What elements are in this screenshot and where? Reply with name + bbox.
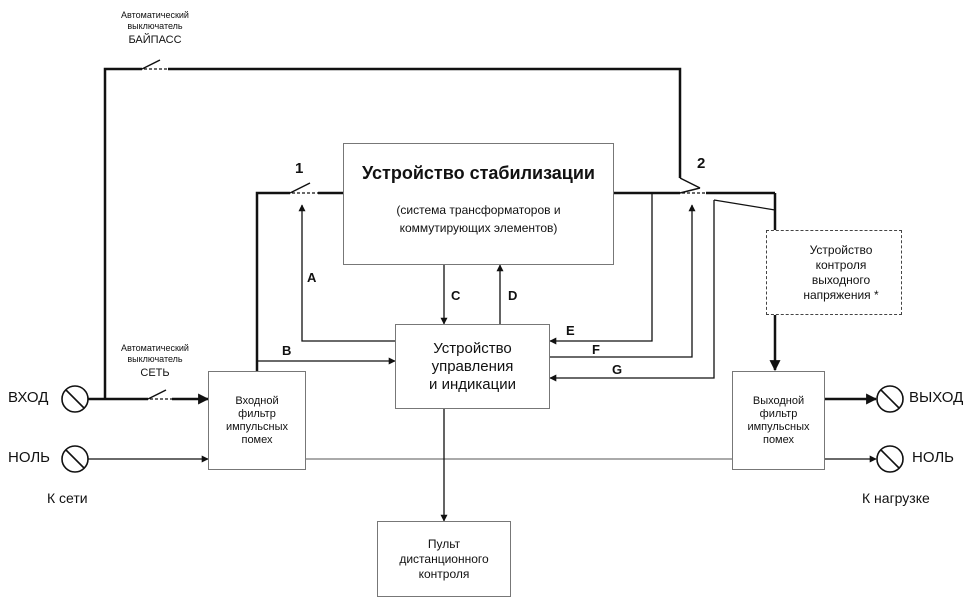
switch-2-symbol bbox=[614, 177, 775, 195]
monitor-line-4: напряжения * bbox=[803, 287, 879, 302]
signal-a-label: A bbox=[307, 270, 317, 285]
switch-2-number: 2 bbox=[697, 155, 706, 172]
control-box: Устройство управления и индикации bbox=[395, 324, 550, 409]
input-label: ВХОД bbox=[8, 389, 49, 406]
input-filter-line-1: Входной bbox=[235, 394, 279, 407]
input-filter-line-4: помех bbox=[241, 433, 273, 446]
signal-f-label: F bbox=[592, 342, 600, 357]
remote-line-2: дистанционного bbox=[399, 551, 489, 566]
output-filter-box: Выходной фильтр импульсных помех bbox=[732, 371, 825, 470]
voltage-monitor-box: Устройство контроля выходного напряжения… bbox=[766, 230, 902, 315]
bypass-breaker-label: Автоматический выключатель БАЙПАСС bbox=[110, 10, 200, 48]
bypass-breaker-line-3: БАЙПАСС bbox=[128, 34, 182, 46]
output-filter-line-4: помех bbox=[762, 433, 794, 446]
monitor-line-3: выходного bbox=[811, 272, 871, 287]
input-filter-line-2: фильтр bbox=[238, 407, 276, 420]
terminal-input-icon bbox=[61, 385, 89, 413]
output-neutral-label: НОЛЬ bbox=[912, 449, 955, 466]
monitor-tap-line bbox=[713, 199, 776, 211]
stabilizer-subtitle-2: коммутирующих элементов) bbox=[399, 221, 558, 235]
bypass-breaker-symbol bbox=[141, 59, 168, 70]
to-load-label: К нагрузке bbox=[862, 490, 930, 506]
input-line bbox=[88, 389, 210, 405]
output-filter-line-3: импульсных bbox=[747, 420, 810, 433]
terminal-input-neutral-icon bbox=[61, 445, 89, 473]
input-filter-box: Входной фильтр импульсных помех bbox=[208, 371, 306, 470]
line-to-switch-1 bbox=[255, 191, 343, 371]
mains-breaker-line-3: СЕТЬ bbox=[140, 367, 170, 379]
control-signals bbox=[257, 193, 715, 522]
control-line-2: управления bbox=[431, 357, 514, 375]
stabilizer-box: Устройство стабилизации (система трансфо… bbox=[343, 143, 614, 265]
monitor-line-1: Устройство bbox=[809, 242, 873, 257]
to-mains-label: К сети bbox=[47, 490, 88, 506]
signal-d-label: D bbox=[508, 288, 518, 303]
terminal-output-neutral-icon bbox=[876, 445, 904, 473]
mains-breaker-label: Автоматический выключатель СЕТЬ bbox=[110, 343, 200, 381]
switch-1-symbol bbox=[289, 182, 318, 194]
monitor-line-2: контроля bbox=[815, 257, 867, 272]
mains-breaker-line-2: выключатель bbox=[127, 354, 183, 364]
stabilizer-title: Устройство стабилизации bbox=[361, 163, 596, 183]
control-line-1: Устройство bbox=[433, 339, 512, 357]
input-neutral-label: НОЛЬ bbox=[8, 449, 51, 466]
signal-c-label: C bbox=[451, 288, 461, 303]
terminal-output-icon bbox=[876, 385, 904, 413]
output-filter-line-1: Выходной bbox=[752, 394, 805, 407]
mains-breaker-line-1: Автоматический bbox=[121, 343, 189, 353]
output-label: ВЫХОД bbox=[909, 389, 964, 406]
remote-panel-box: Пульт дистанционного контроля bbox=[377, 521, 511, 597]
output-filter-line-2: фильтр bbox=[759, 407, 798, 420]
bypass-line bbox=[103, 67, 682, 398]
remote-line-1: Пульт bbox=[427, 536, 461, 551]
stabilizer-subtitle-1: (система трансформаторов и bbox=[396, 203, 561, 217]
signal-g-label: G bbox=[612, 362, 623, 377]
switch-1-number: 1 bbox=[295, 160, 304, 177]
bypass-breaker-line-2: выключатель bbox=[127, 21, 183, 31]
bypass-breaker-line-1: Автоматический bbox=[121, 10, 189, 20]
signal-e-label: E bbox=[566, 323, 575, 338]
remote-line-3: контроля bbox=[418, 566, 470, 581]
control-line-3: и индикации bbox=[429, 375, 516, 393]
input-filter-line-3: импульсных bbox=[225, 420, 289, 433]
signal-b-label: B bbox=[282, 343, 292, 358]
